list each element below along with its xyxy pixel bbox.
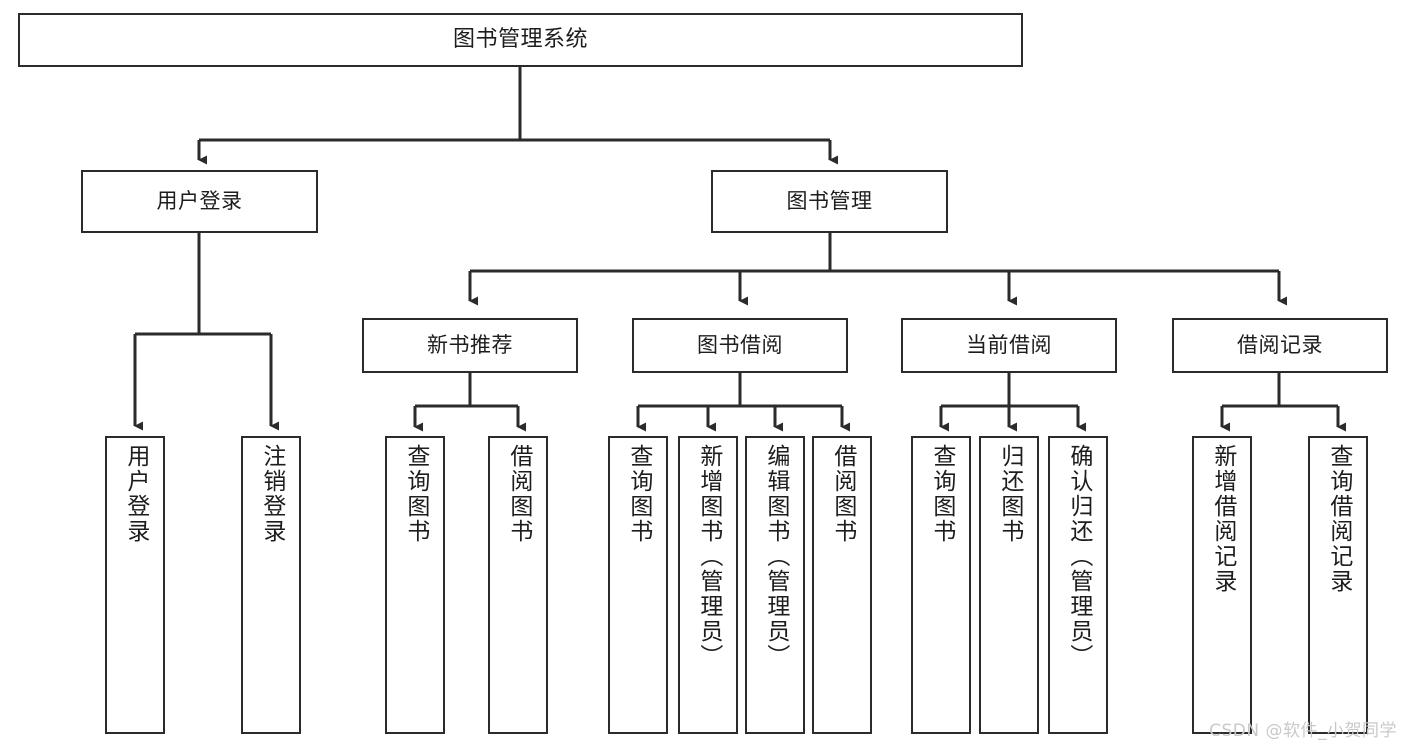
node-borrow-record[interactable]: 借阅记录: [1172, 318, 1388, 373]
node-label: 当前借阅: [966, 332, 1052, 357]
node-label: 查询图书: [928, 444, 955, 544]
node-new-book-recommend[interactable]: 新书推荐: [362, 318, 578, 373]
leaf-current-query-book[interactable]: 查询图书: [911, 436, 971, 734]
node-label: 借阅记录: [1237, 332, 1323, 357]
node-label: 查询图书: [402, 444, 429, 544]
node-label: 用户登录: [156, 188, 243, 213]
node-label: 图书管理系统: [452, 26, 588, 52]
node-label: 确认归还（管理员）: [1065, 444, 1092, 669]
leaf-user-login[interactable]: 用户登录: [105, 436, 165, 734]
leaf-record-add-borrow-record[interactable]: 新增借阅记录: [1192, 436, 1252, 734]
leaf-borrow-borrow-book[interactable]: 借阅图书: [812, 436, 872, 734]
leaf-current-return-book[interactable]: 归还图书: [979, 436, 1039, 734]
node-label: 用户登录: [122, 444, 149, 544]
leaf-recommend-borrow-book[interactable]: 借阅图书: [488, 436, 548, 734]
leaf-user-logout[interactable]: 注销登录: [241, 436, 301, 734]
leaf-borrow-query-book[interactable]: 查询图书: [608, 436, 668, 734]
leaf-record-query-borrow-record[interactable]: 查询借阅记录: [1308, 436, 1368, 734]
node-book-borrow[interactable]: 图书借阅: [632, 318, 848, 373]
node-root-system[interactable]: 图书管理系统: [18, 13, 1023, 67]
node-book-management[interactable]: 图书管理: [711, 170, 948, 233]
node-label: 借阅图书: [505, 444, 532, 544]
node-label: 借阅图书: [829, 444, 856, 544]
node-label: 新书推荐: [427, 332, 513, 357]
leaf-borrow-edit-book-admin[interactable]: 编辑图书（管理员）: [745, 436, 805, 734]
leaf-current-confirm-return-admin[interactable]: 确认归还（管理员）: [1048, 436, 1108, 734]
node-current-borrow[interactable]: 当前借阅: [901, 318, 1117, 373]
node-label: 归还图书: [996, 444, 1023, 544]
node-label: 编辑图书（管理员）: [762, 444, 789, 669]
node-label: 新增借阅记录: [1209, 444, 1236, 594]
node-label: 查询图书: [625, 444, 652, 544]
node-label: 新增图书（管理员）: [695, 444, 722, 669]
leaf-recommend-query-book[interactable]: 查询图书: [385, 436, 445, 734]
node-user-login[interactable]: 用户登录: [81, 170, 318, 233]
node-label: 图书管理: [786, 188, 873, 213]
node-label: 注销登录: [258, 444, 285, 544]
node-label: 图书借阅: [697, 332, 783, 357]
leaf-borrow-add-book-admin[interactable]: 新增图书（管理员）: [678, 436, 738, 734]
node-label: 查询借阅记录: [1325, 444, 1352, 594]
